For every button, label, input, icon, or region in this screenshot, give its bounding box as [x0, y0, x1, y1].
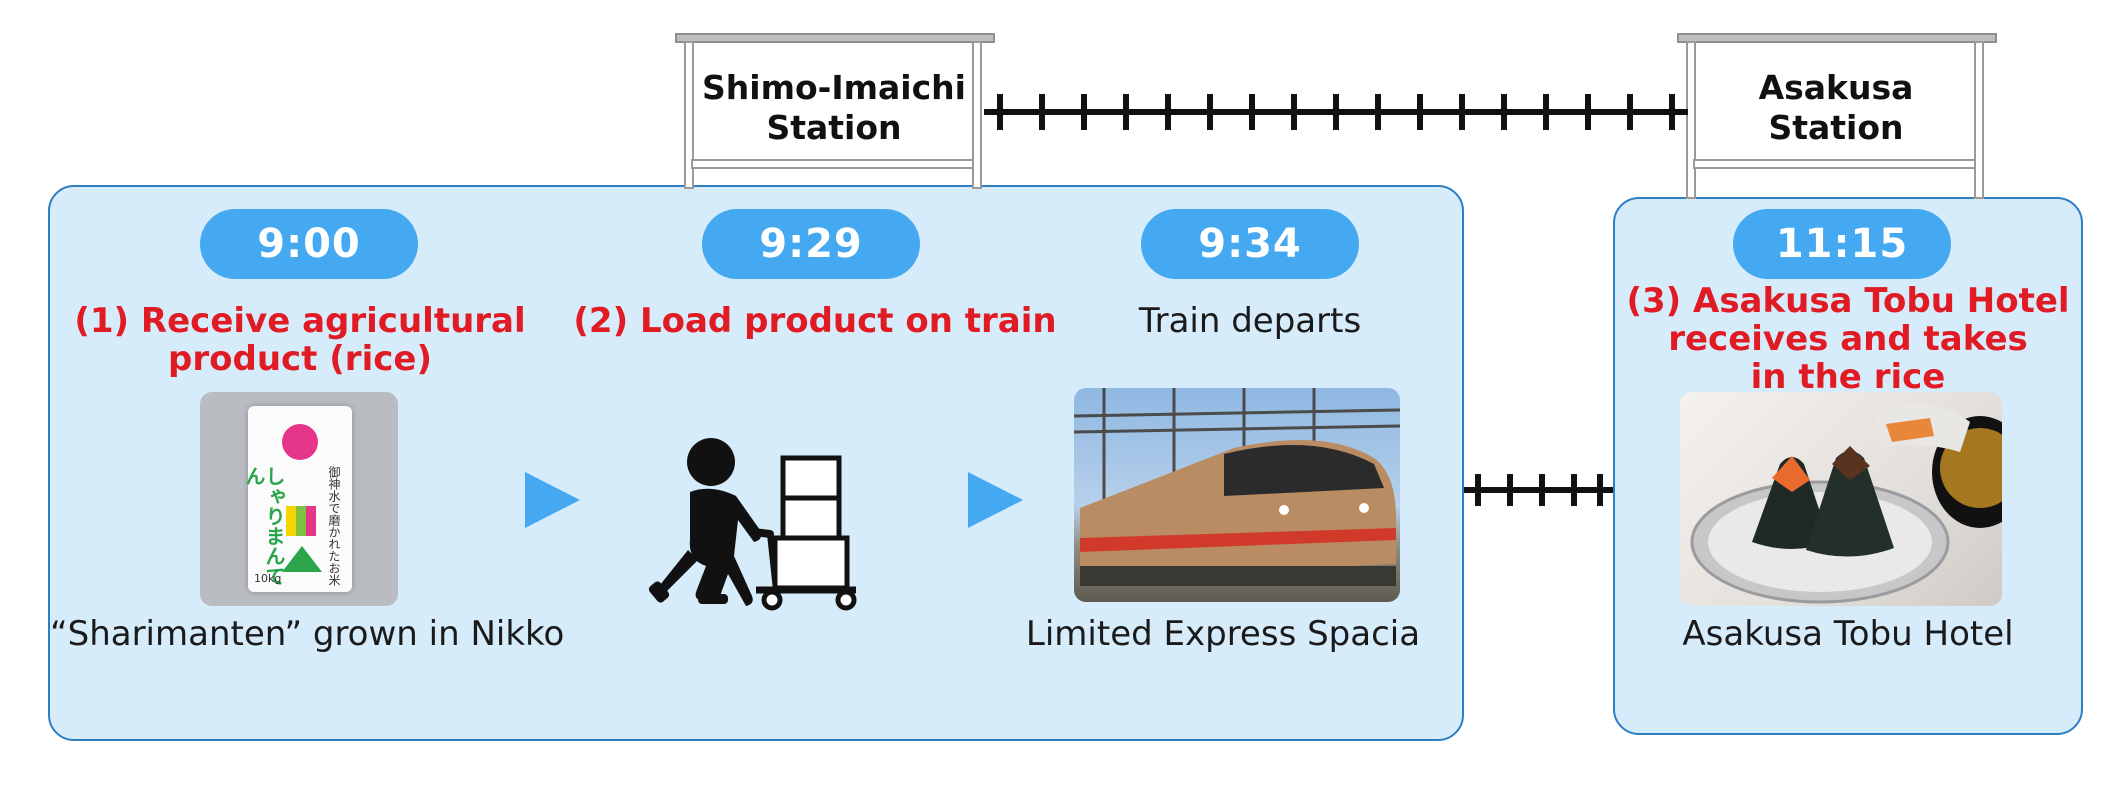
step-receive-label-line2: product (rice)	[168, 339, 432, 379]
destination-station-line2: Station	[1768, 108, 1904, 147]
flow-arrow-2	[968, 472, 1023, 528]
rice-bag-side-text: 御神水で磨かれたお米	[327, 466, 341, 586]
step-receive-label-line1: (1) Receive agricultural	[74, 301, 526, 341]
origin-station-line1: Shimo-Imaichi	[702, 68, 966, 107]
step-hotel-label: (3) Asakusa Tobu Hotel receives and take…	[1613, 282, 2083, 396]
rice-bag-weight: 10kg	[254, 572, 282, 585]
rice-bag-sun	[282, 424, 318, 460]
step-hotel-label-line2: receives and takes	[1668, 319, 2028, 359]
time-pill-depart: 9:34	[1141, 209, 1359, 279]
train-photo	[1074, 388, 1400, 602]
flow-arrow-1	[525, 472, 580, 528]
top-rail-track	[984, 94, 1688, 130]
step-receive-label: (1) Receive agricultural product (rice)	[60, 302, 540, 378]
caption-hotel: Asakusa Tobu Hotel	[1682, 614, 2014, 654]
rice-bag: しゃりまんてん 御神水で磨かれたお米 10kg	[242, 406, 352, 592]
destination-station-sign	[1677, 33, 1997, 199]
time-pill-hotel: 11:15	[1733, 209, 1951, 279]
origin-station-name: Shimo-Imaichi Station	[694, 68, 974, 148]
train-illustration	[1074, 388, 1400, 586]
step-hotel-label-line1: (3) Asakusa Tobu Hotel	[1626, 281, 2070, 321]
rice-bag-pattern	[286, 506, 316, 536]
time-pill-load: 9:29	[702, 209, 920, 279]
caption-rice: “Sharimanten” grown in Nikko	[50, 614, 565, 654]
hotel-food-photo	[1680, 392, 2002, 606]
destination-station-name: Asakusa Station	[1696, 68, 1976, 148]
cart-worker-icon	[648, 438, 857, 611]
time-pill-receive: 9:00	[200, 209, 418, 279]
caption-train: Limited Express Spacia	[1025, 614, 1421, 654]
step-load-label: (2) Load product on train	[573, 301, 1057, 341]
step-depart-label: Train departs	[1138, 301, 1362, 341]
rice-bag-mountain	[282, 546, 322, 572]
onigiri-illustration	[1690, 404, 2002, 604]
origin-station-sign	[675, 33, 995, 189]
origin-station-line2: Station	[766, 108, 902, 147]
destination-station-line1: Asakusa	[1758, 68, 1914, 107]
connecting-rail-track	[1464, 474, 1613, 506]
rice-bag-photo: しゃりまんてん 御神水で磨かれたお米 10kg	[200, 392, 398, 606]
step-hotel-label-line3: in the rice	[1750, 357, 1946, 397]
